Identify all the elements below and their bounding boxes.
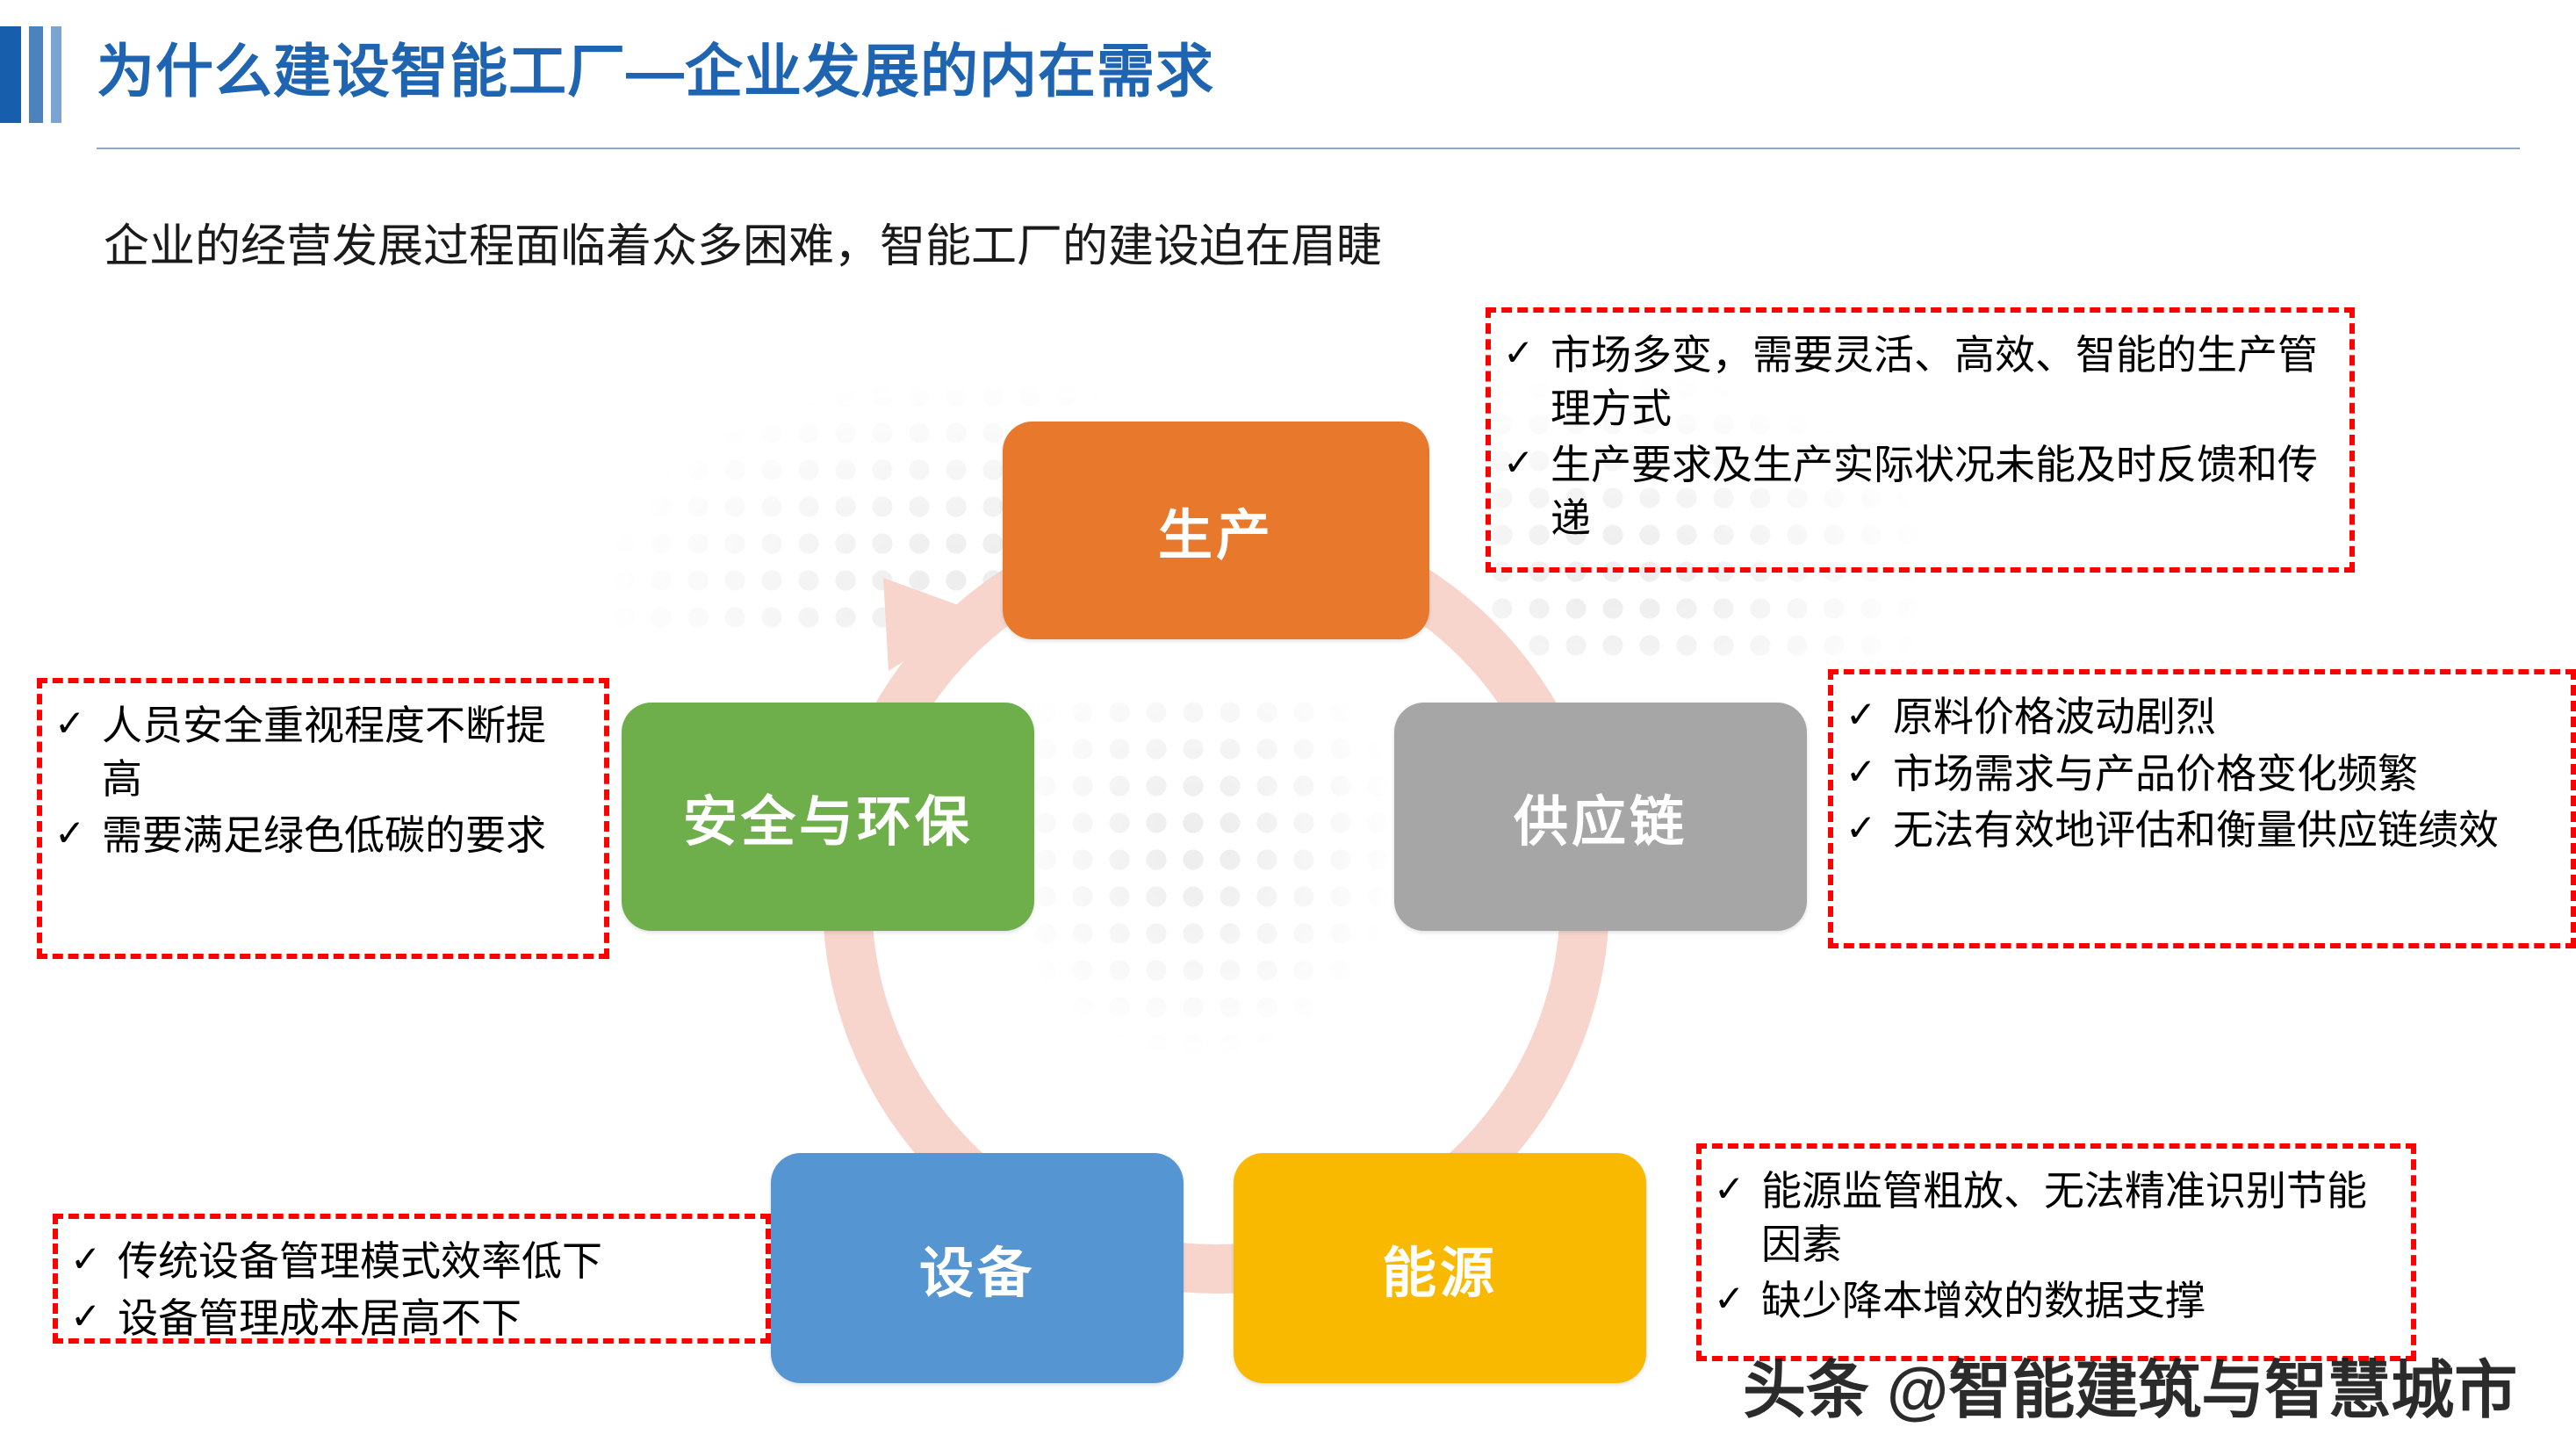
accent-bar-1: [0, 26, 21, 123]
node-production[interactable]: 生产: [1003, 422, 1429, 639]
list-item-text: 人员安全重视程度不断提高: [102, 703, 546, 802]
check-icon: ✓: [1846, 694, 1877, 735]
check-icon: ✓: [1714, 1168, 1745, 1209]
list-item: ✓ 设备管理成本居高不下: [70, 1292, 746, 1345]
callout-production-list: ✓ 市场多变，需要灵活、高效、智能的生产管理方式 ✓ 生产要求及生产实际状况未能…: [1503, 328, 2330, 545]
check-icon: ✓: [54, 812, 86, 854]
list-item-text: 传统设备管理模式效率低下: [118, 1238, 602, 1284]
list-item-text: 生产要求及生产实际状况未能及时反馈和传递: [1551, 442, 2318, 542]
node-equipment[interactable]: 设备: [771, 1153, 1184, 1383]
callout-supply-chain-list: ✓ 原料价格波动剧烈 ✓ 市场需求与产品价格变化频繁 ✓ 无法有效地评估和衡量供…: [1846, 690, 2551, 857]
list-item: ✓ 缺少降本增效的数据支撑: [1714, 1274, 2392, 1328]
title-accent-bars: [0, 26, 69, 123]
list-item: ✓ 需要满足绿色低碳的要求: [54, 809, 585, 862]
list-item: ✓ 原料价格波动剧烈: [1846, 690, 2551, 744]
node-supply-chain[interactable]: 供应链: [1394, 703, 1807, 931]
node-safety-environment-label: 安全与环保: [682, 792, 973, 853]
callout-safety-environment-list: ✓ 人员安全重视程度不断提高 ✓ 需要满足绿色低碳的要求: [54, 699, 585, 862]
callout-equipment: ✓ 传统设备管理模式效率低下 ✓ 设备管理成本居高不下: [53, 1214, 771, 1344]
list-item: ✓ 无法有效地评估和衡量供应链绩效: [1846, 804, 2551, 857]
node-energy[interactable]: 能源: [1234, 1153, 1646, 1383]
list-item-text: 设备管理成本居高不下: [118, 1294, 522, 1341]
check-icon: ✓: [1846, 807, 1877, 849]
accent-bar-2: [29, 26, 43, 123]
list-item: ✓ 市场多变，需要灵活、高效、智能的生产管理方式: [1503, 328, 2330, 435]
callout-safety-environment: ✓ 人员安全重视程度不断提高 ✓ 需要满足绿色低碳的要求: [37, 678, 609, 959]
list-item: ✓ 人员安全重视程度不断提高: [54, 699, 585, 805]
check-icon: ✓: [1846, 750, 1877, 792]
node-energy-label: 能源: [1381, 1244, 1498, 1304]
list-item-text: 需要满足绿色低碳的要求: [102, 812, 546, 859]
check-icon: ✓: [1714, 1278, 1745, 1320]
callout-energy-list: ✓ 能源监管粗放、无法精准识别节能因素 ✓ 缺少降本增效的数据支撑: [1714, 1164, 2392, 1328]
list-item-text: 无法有效地评估和衡量供应链绩效: [1893, 807, 2499, 854]
check-icon: ✓: [54, 703, 86, 744]
callout-supply-chain: ✓ 原料价格波动剧烈 ✓ 市场需求与产品价格变化频繁 ✓ 无法有效地评估和衡量供…: [1828, 669, 2576, 948]
page-subtitle: 企业的经营发展过程面临着众多困难，智能工厂的建设迫在眉睫: [104, 221, 1383, 272]
list-item: ✓ 市场需求与产品价格变化频繁: [1846, 747, 2551, 801]
list-item-text: 市场多变，需要灵活、高效、智能的生产管理方式: [1551, 332, 2318, 431]
list-item-text: 缺少降本增效的数据支撑: [1761, 1278, 2205, 1324]
check-icon: ✓: [1503, 442, 1535, 484]
node-supply-chain-label: 供应链: [1513, 792, 1687, 853]
check-icon: ✓: [70, 1294, 102, 1337]
watermark: 头条 @智能建筑与智慧城市: [1743, 1356, 2518, 1426]
list-item: ✓ 能源监管粗放、无法精准识别节能因素: [1714, 1164, 2392, 1271]
callout-production: ✓ 市场多变，需要灵活、高效、智能的生产管理方式 ✓ 生产要求及生产实际状况未能…: [1486, 307, 2355, 573]
list-item-text: 原料价格波动剧烈: [1893, 694, 2216, 739]
list-item-text: 能源监管粗放、无法精准识别节能因素: [1761, 1168, 2367, 1267]
accent-bar-3: [51, 26, 61, 123]
list-item: ✓ 生产要求及生产实际状况未能及时反馈和传递: [1503, 438, 2330, 544]
node-production-label: 生产: [1157, 506, 1274, 566]
check-icon: ✓: [70, 1238, 102, 1280]
list-item-text: 市场需求与产品价格变化频繁: [1893, 750, 2418, 797]
page-title: 为什么建设智能工厂—企业发展的内在需求: [97, 39, 1214, 104]
dot-pattern-decoration: [1027, 694, 1405, 1063]
title-divider: [97, 148, 2520, 149]
check-icon: ✓: [1503, 332, 1535, 373]
callout-equipment-list: ✓ 传统设备管理模式效率低下 ✓ 设备管理成本居高不下: [70, 1235, 746, 1344]
node-equipment-label: 设备: [918, 1244, 1035, 1304]
list-item: ✓ 传统设备管理模式效率低下: [70, 1235, 746, 1288]
node-safety-environment[interactable]: 安全与环保: [622, 703, 1034, 931]
callout-energy: ✓ 能源监管粗放、无法精准识别节能因素 ✓ 缺少降本增效的数据支撑: [1696, 1143, 2416, 1361]
